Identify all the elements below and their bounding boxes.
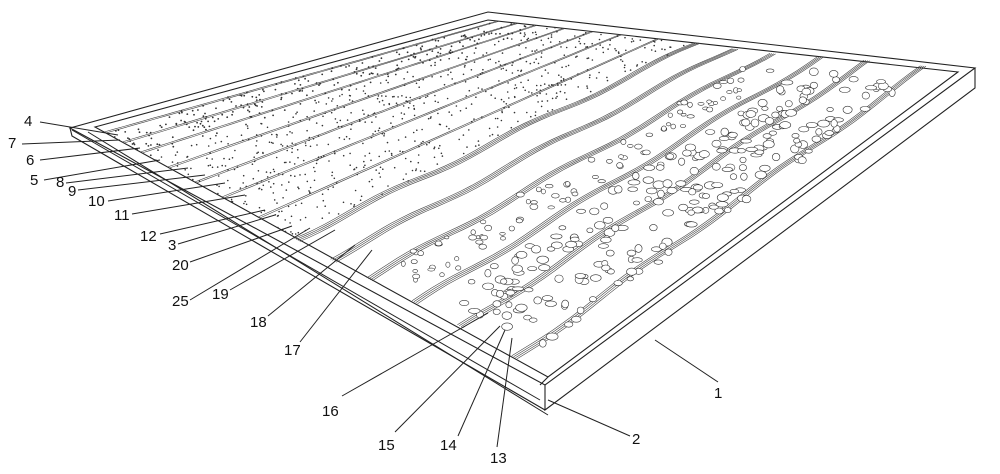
- leader-1: [654, 339, 719, 383]
- leader-18: [267, 244, 356, 317]
- callout-9: 9: [68, 183, 76, 200]
- leader-lines: [21, 121, 719, 448]
- leader-9: [77, 174, 206, 191]
- leader-17: [299, 249, 373, 343]
- callout-6: 6: [26, 152, 34, 169]
- callout-12: 12: [140, 228, 157, 245]
- leader-long-b: [87, 131, 549, 416]
- leader-long-a: [71, 129, 541, 401]
- leader-11: [131, 194, 246, 215]
- callout-1: 1: [714, 385, 722, 402]
- callout-11: 11: [114, 207, 130, 224]
- callout-20: 20: [172, 257, 189, 274]
- callout-4: 4: [24, 113, 32, 130]
- leader-12: [159, 209, 266, 235]
- callout-10: 10: [88, 193, 105, 210]
- leader-25: [189, 227, 311, 301]
- leader-19: [229, 229, 336, 291]
- leader-4: [39, 121, 119, 136]
- callout-15: 15: [378, 437, 395, 454]
- callout-19: 19: [212, 286, 229, 303]
- callout-18: 18: [250, 314, 267, 331]
- tray-outline: [68, 11, 977, 412]
- callout-3: 3: [168, 237, 176, 254]
- callout-8: 8: [56, 174, 64, 191]
- leader-16: [341, 312, 489, 397]
- tray-inner-rim: [93, 19, 960, 378]
- leader-2: [547, 399, 631, 437]
- callout-13: 13: [490, 450, 507, 467]
- leader-5: [43, 159, 161, 181]
- leader-7: [21, 139, 121, 145]
- callout-7: 7: [8, 135, 16, 152]
- layer-bands: [104, 20, 927, 360]
- callout-2: 2: [632, 431, 640, 448]
- leader-13: [496, 337, 513, 448]
- callout-16: 16: [322, 403, 339, 420]
- callout-labels: 4 7 6 5 8 9 10 11 12 3 20 25 19 18 17 16…: [8, 113, 722, 467]
- callout-25: 25: [172, 293, 189, 310]
- leader-15: [394, 325, 501, 433]
- leader-20: [189, 225, 293, 263]
- leader-3: [177, 214, 276, 245]
- leader-6: [39, 147, 141, 161]
- leader-14: [457, 329, 506, 437]
- leader-10: [107, 182, 226, 202]
- callout-5: 5: [30, 172, 38, 189]
- callout-17: 17: [284, 342, 301, 359]
- leader-8: [65, 167, 189, 184]
- callout-14: 14: [440, 437, 457, 454]
- layer-textures: [113, 22, 896, 348]
